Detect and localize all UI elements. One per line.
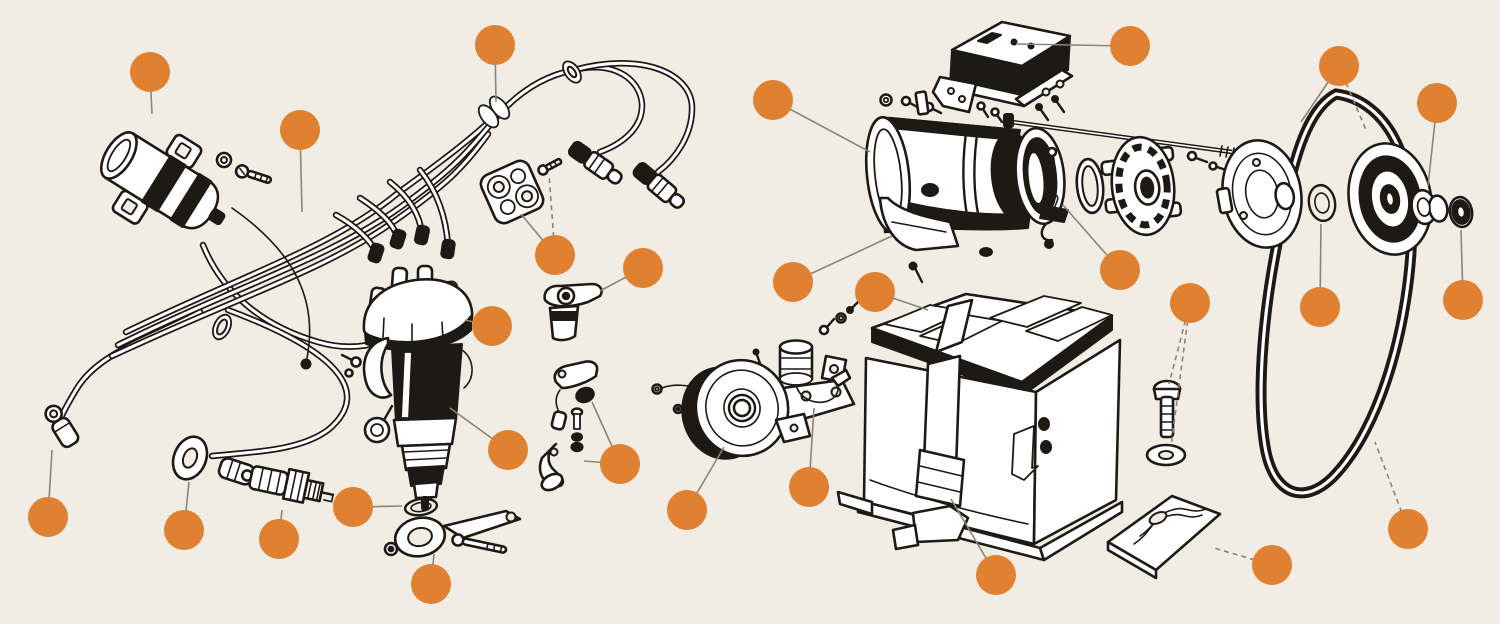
distributor-illustration — [340, 336, 473, 511]
pulley-rear-half-illustration — [1347, 142, 1433, 256]
hold-down-plate-illustration — [1106, 494, 1222, 580]
cable-terminal-illustration — [44, 404, 80, 449]
pulley-front-half-illustration — [1215, 139, 1303, 249]
part-marker-spark-plug-wires[interactable] — [280, 110, 320, 150]
part-marker-distributor-o-ring[interactable] — [333, 487, 373, 527]
distributor-o-ring-illustration — [403, 497, 439, 517]
ignition-coil-illustration — [99, 131, 273, 230]
callout-markers — [28, 25, 1483, 604]
voltage-regulator-illustration — [931, 20, 1074, 124]
distributor-clamp-illustration — [383, 509, 522, 558]
wire-grommet-illustration — [212, 60, 582, 341]
generator-illustration — [864, 90, 1066, 284]
end-plate-gasket-illustration — [1075, 157, 1105, 215]
clamp-arm-bolt-icon — [451, 533, 508, 554]
part-marker-wire-grommet[interactable] — [475, 25, 515, 65]
spark-plug-illustration — [240, 465, 335, 504]
part-marker-horn[interactable] — [667, 490, 707, 530]
part-marker-cable-clamp[interactable] — [535, 235, 575, 275]
wire-connector-icons — [567, 140, 685, 209]
condenser-illustration — [778, 298, 862, 404]
pulley-spacer-illustration — [1410, 188, 1449, 226]
part-marker-pulley-nut[interactable] — [1443, 280, 1483, 320]
part-marker-pulley-spacer[interactable] — [1417, 83, 1457, 123]
pulley-washer-illustration — [1307, 183, 1337, 223]
part-marker-condenser[interactable] — [789, 467, 829, 507]
part-marker-battery-strap[interactable] — [976, 555, 1016, 595]
horn-illustration — [651, 348, 856, 460]
part-marker-voltage-regulator[interactable] — [1110, 26, 1150, 66]
rotor-arm-illustration — [543, 282, 603, 342]
part-marker-mounting-bolt[interactable] — [1170, 283, 1210, 323]
part-marker-hold-down-plate[interactable] — [1252, 545, 1292, 585]
coil-screw-icon — [234, 164, 273, 185]
part-marker-contact-points[interactable] — [600, 444, 640, 484]
part-marker-pulley-washer[interactable] — [1300, 287, 1340, 327]
cable-clamp-illustration — [479, 157, 563, 225]
part-marker-pulley-halves[interactable] — [1319, 46, 1359, 86]
part-marker-battery[interactable] — [855, 272, 895, 312]
part-marker-rotor-arm[interactable] — [623, 248, 663, 288]
part-marker-generator-bracket[interactable] — [773, 262, 813, 302]
part-marker-brush-set[interactable] — [1100, 250, 1140, 290]
leader-line-mounting-bolt — [1170, 302, 1191, 447]
part-marker-ignition-coil[interactable] — [130, 52, 170, 92]
pulley-nut-illustration — [1448, 195, 1474, 229]
brush-set-illustration — [1039, 146, 1069, 249]
contact-points-illustration — [538, 360, 599, 492]
wire-end-terminal-icon — [300, 358, 312, 370]
part-marker-fan-belt[interactable] — [1388, 509, 1428, 549]
generator-end-plate-illustration — [1100, 135, 1183, 237]
part-marker-spark-plug[interactable] — [259, 519, 299, 559]
spark-plug-wires-illustration — [53, 60, 696, 460]
part-marker-plug-boot[interactable] — [164, 510, 204, 550]
mounting-bolt-illustration — [1145, 379, 1187, 467]
part-marker-cable-terminal[interactable] — [28, 497, 68, 537]
part-marker-distributor-cap[interactable] — [472, 306, 512, 346]
part-marker-distributor-clamp[interactable] — [411, 564, 451, 604]
part-marker-generator[interactable] — [753, 80, 793, 120]
part-marker-distributor[interactable] — [488, 430, 528, 470]
clamp-bolt-icon — [537, 157, 563, 176]
battery-strap-illustration — [891, 298, 974, 551]
leader-line-fan-belt — [1374, 441, 1409, 530]
distributor-cap-illustration — [362, 264, 474, 351]
generator-shaft-stud-illustration — [1003, 113, 1235, 159]
